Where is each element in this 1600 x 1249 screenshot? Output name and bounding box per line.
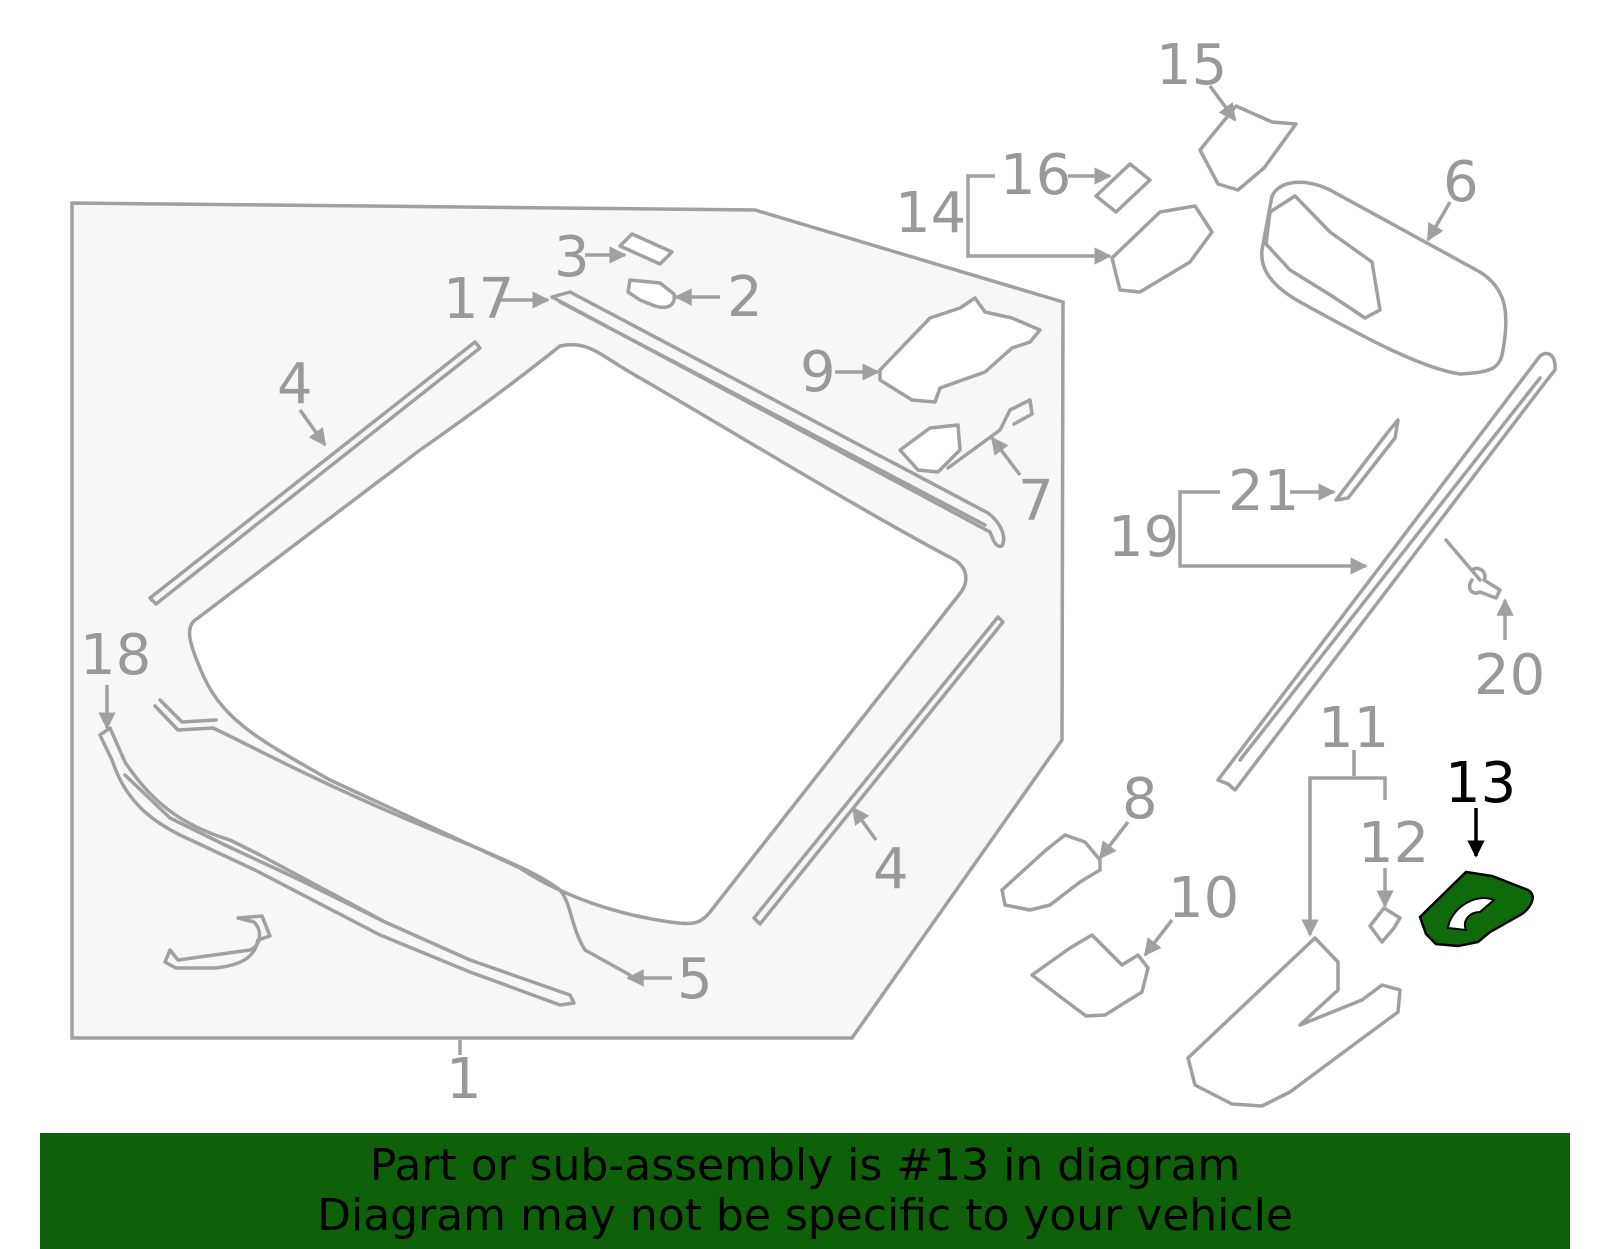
cowl-panel-18-detail: [123, 773, 387, 924]
callout-19: 19: [1108, 505, 1179, 570]
cover-11[interactable]: [1186, 936, 1402, 1108]
side-molding-left-4[interactable]: [148, 340, 482, 606]
pad-3[interactable]: [618, 232, 674, 266]
harness-clip[interactable]: [163, 914, 272, 970]
lower-seal-5[interactable]: [153, 704, 632, 977]
callout-8: 8: [1122, 767, 1158, 832]
leader-8: [1098, 820, 1130, 860]
callout-15: 15: [1156, 33, 1227, 98]
side-molding-right-4[interactable]: [752, 615, 1005, 926]
highlighted-part-13-slot: [1446, 897, 1496, 932]
rearview-mirror-6[interactable]: [1260, 180, 1508, 376]
leader-15: [1208, 84, 1237, 122]
callout-7: 7: [1018, 469, 1054, 534]
upper-molding-17[interactable]: [550, 290, 1006, 549]
pillar-trim-19[interactable]: [1216, 351, 1557, 792]
callout-1: 1: [446, 1047, 482, 1112]
banner-line-2: Diagram may not be specific to your vehi…: [317, 1190, 1293, 1241]
callout-4-left: 4: [277, 352, 313, 417]
sensor-harness-7-wire: [946, 398, 1034, 470]
sensor-housing-14[interactable]: [1110, 204, 1214, 294]
callout-21: 21: [1228, 459, 1299, 524]
leader-11: [1301, 776, 1387, 937]
cowl-panel-18[interactable]: [98, 726, 576, 1007]
callout-6: 6: [1443, 150, 1479, 215]
callout-13: 13: [1445, 751, 1516, 816]
leader-4a: [298, 408, 327, 447]
clip-2[interactable]: [626, 278, 677, 310]
callout-9: 9: [800, 340, 836, 405]
clip-12[interactable]: [1368, 906, 1402, 944]
banner-line-1: Part or sub-assembly is #13 in diagram: [369, 1140, 1241, 1191]
cover-15[interactable]: [1198, 104, 1298, 192]
leader-4b: [851, 806, 878, 842]
pad-16[interactable]: [1094, 162, 1152, 214]
callout-4-right: 4: [873, 837, 909, 902]
callout-12: 12: [1358, 811, 1429, 876]
clip-21[interactable]: [1334, 418, 1400, 502]
rearview-mirror-6-mount: [1264, 194, 1382, 320]
bracket-10[interactable]: [1030, 933, 1150, 1018]
callout-20: 20: [1474, 643, 1545, 708]
callout-16: 16: [1000, 143, 1071, 208]
leader-6: [1426, 201, 1452, 242]
callout-11: 11: [1318, 696, 1389, 761]
lower-seal-5-outer: [158, 698, 218, 724]
info-banner: Part or sub-assembly is #13 in diagram D…: [40, 1133, 1570, 1249]
callout-14: 14: [895, 181, 966, 246]
sensor-harness-7[interactable]: [898, 423, 962, 474]
leader-19: [1178, 490, 1368, 575]
pillar-trim-19-inner: [1238, 376, 1542, 762]
callout-10: 10: [1168, 866, 1239, 931]
leader-14: [966, 174, 1112, 265]
bracket-8[interactable]: [1000, 833, 1102, 912]
windshield-glass[interactable]: [187, 343, 968, 926]
callout-3: 3: [554, 225, 590, 290]
leader-7: [990, 436, 1022, 477]
bracket-9[interactable]: [878, 296, 1042, 404]
callout-2: 2: [727, 265, 763, 330]
leader-10: [1143, 918, 1174, 957]
upper-molding-17-inner: [558, 300, 987, 527]
push-pin-20[interactable]: [1444, 538, 1502, 600]
callout-5: 5: [677, 947, 713, 1012]
callout-17: 17: [443, 267, 514, 332]
callout-18: 18: [80, 623, 151, 688]
